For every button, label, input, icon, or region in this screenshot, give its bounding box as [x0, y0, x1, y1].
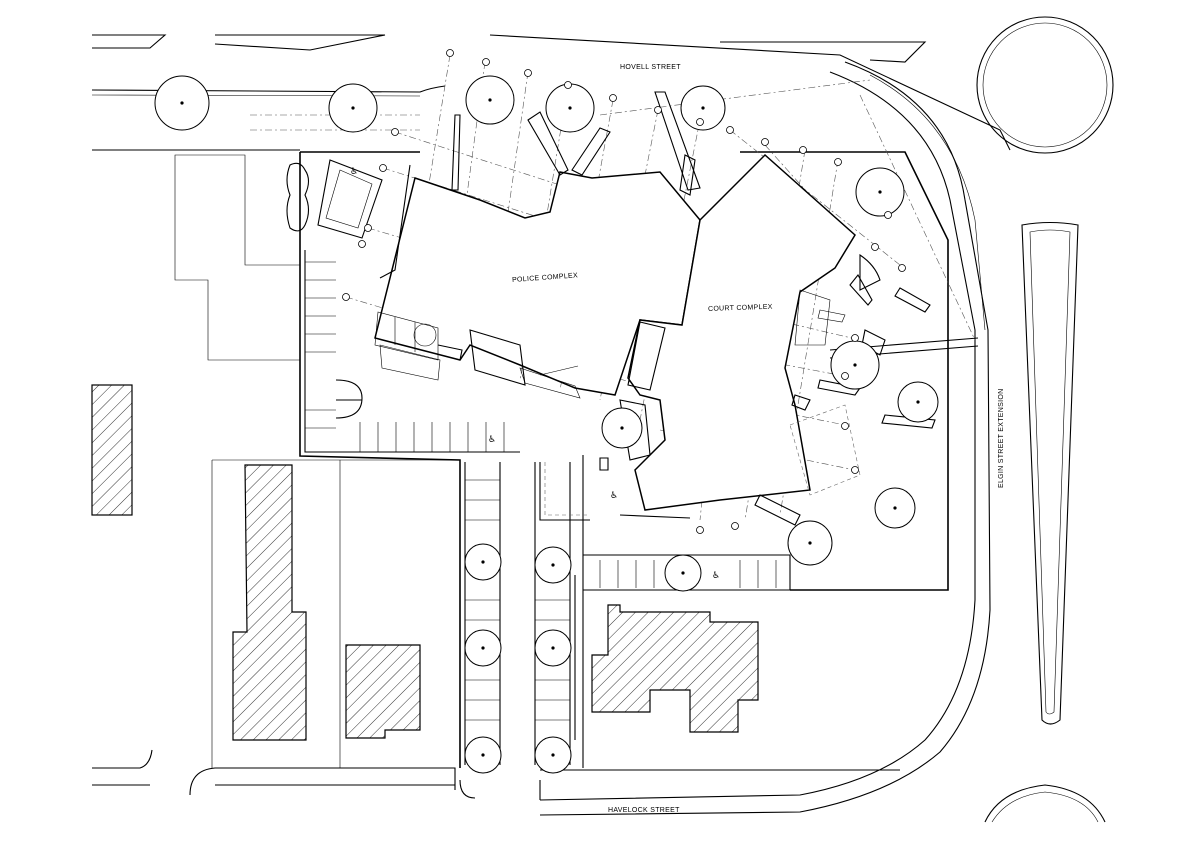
label-havelock-street: HAVELOCK STREET [608, 807, 680, 814]
svg-text:♿: ♿ [350, 167, 358, 177]
neighbouring-buildings [91, 384, 759, 741]
grid-tags [342, 49, 906, 534]
svg-text:♿: ♿ [610, 491, 618, 501]
accessible-parking-icon: ♿ ♿ ♿ ♿ [350, 167, 720, 581]
hovell-street-road [91, 34, 1011, 151]
svg-text:♿: ♿ [712, 571, 720, 581]
label-court-complex: COURT COMPLEX [708, 304, 773, 313]
label-elgin-street: ELGIN STREET EXTENSION [998, 389, 1005, 488]
parking-east-strip [583, 554, 791, 590]
label-hovell-street: HOVELL STREET [620, 64, 681, 71]
havelock-street-road [92, 749, 900, 800]
elgin-street-road [539, 16, 1114, 823]
parking-south-lot [464, 462, 590, 765]
label-police-complex: POLICE COMPLEX [512, 272, 578, 284]
svg-text:♿: ♿ [488, 435, 496, 445]
neighbour-parcel [174, 154, 301, 361]
parking-west [286, 162, 520, 453]
